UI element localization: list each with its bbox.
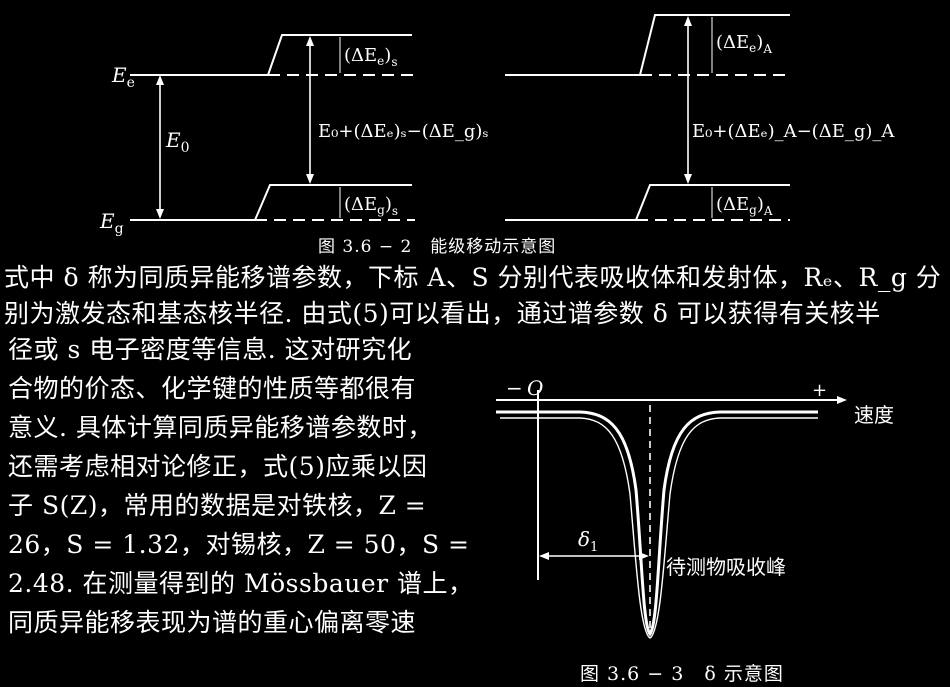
energy-diagram-left xyxy=(130,34,415,221)
level-Ee-r-shifted xyxy=(639,14,790,76)
label-delta-e-right: (ΔEe)A xyxy=(716,32,772,56)
wrap-line: 意义. 具体计算同质异能移谱参数时， xyxy=(8,413,433,442)
body-line-2: 别为激发态和基态核半径. 由式(5)可以看出，通过谱参数 δ 可以获得有关核半 xyxy=(4,299,881,328)
mossbauer-diagram xyxy=(496,390,847,639)
wrap-line: 同质异能移表现为谱的重心偏离零速 xyxy=(8,608,417,637)
energy-diagram-right xyxy=(505,14,790,221)
label-origin: O xyxy=(527,376,543,400)
label-delta-g-right: (ΔEg)A xyxy=(716,194,773,218)
absorption-peak-curve-inner xyxy=(500,417,818,639)
fig1-labels: Ee Eg E0 (ΔEe)s (ΔEg)s E₀+(ΔEₑ)ₛ−(ΔE_g)ₛ… xyxy=(99,32,895,237)
fig1-caption: 图 3.6 − 2 能级移动示意图 xyxy=(318,237,557,257)
level-Ee-shifted xyxy=(267,34,412,76)
wrap-line: 合物的价态、化学键的性质等都很有 xyxy=(8,374,417,403)
label-E0: E xyxy=(165,128,181,152)
svg-text:E0: E0 xyxy=(165,128,190,156)
level-Eg-shifted xyxy=(254,184,412,221)
fig2-caption: 图 3.6 − 3 δ 示意图 xyxy=(580,663,784,685)
label-Eg: E xyxy=(99,209,115,233)
label-delta-e-left: (ΔEe)s xyxy=(344,45,397,69)
wrap-line: 2.48. 在测量得到的 Mössbauer 谱上， xyxy=(8,569,474,598)
formula-mid-left: E₀+(ΔEₑ)ₛ−(ΔE_g)ₛ xyxy=(318,121,489,142)
body-line-1: 式中 δ 称为同质异能移谱参数，下标 A、S 分别代表吸收体和发射体，Rₑ、R_… xyxy=(4,263,942,292)
label-minus: − xyxy=(506,376,523,400)
fig2-labels: − O + 速度 δ1 待测物吸收峰 图 3.6 − 3 δ 示意图 xyxy=(506,376,894,685)
label-delta1: δ1 xyxy=(578,527,598,555)
wrap-line: 径或 s 电子密度等信息. 这对研究化 xyxy=(8,335,413,364)
axis-label-velocity: 速度 xyxy=(854,403,894,427)
label-peak: 待测物吸收峰 xyxy=(666,555,786,579)
wrap-line: 子 S(Z)，常用的数据是对铁核，Z = xyxy=(8,491,427,520)
wrap-line: 还需考虑相对论修正，式(5)应乘以因 xyxy=(8,452,428,481)
label-Ee: E xyxy=(111,63,127,87)
wrap-line: 26，S = 1.32，对锡核，Z = 50，S = xyxy=(8,530,470,559)
level-Eg-r-shifted xyxy=(635,184,790,221)
formula-mid-right: E₀+(ΔEₑ)_A−(ΔE_g)_A xyxy=(692,121,895,142)
label-delta-g-left: (ΔEg)s xyxy=(344,194,398,218)
svg-text:Ee: Ee xyxy=(111,63,135,91)
absorption-peak-curve xyxy=(496,410,818,637)
svg-text:Eg: Eg xyxy=(99,209,124,237)
label-plus: + xyxy=(812,380,827,401)
